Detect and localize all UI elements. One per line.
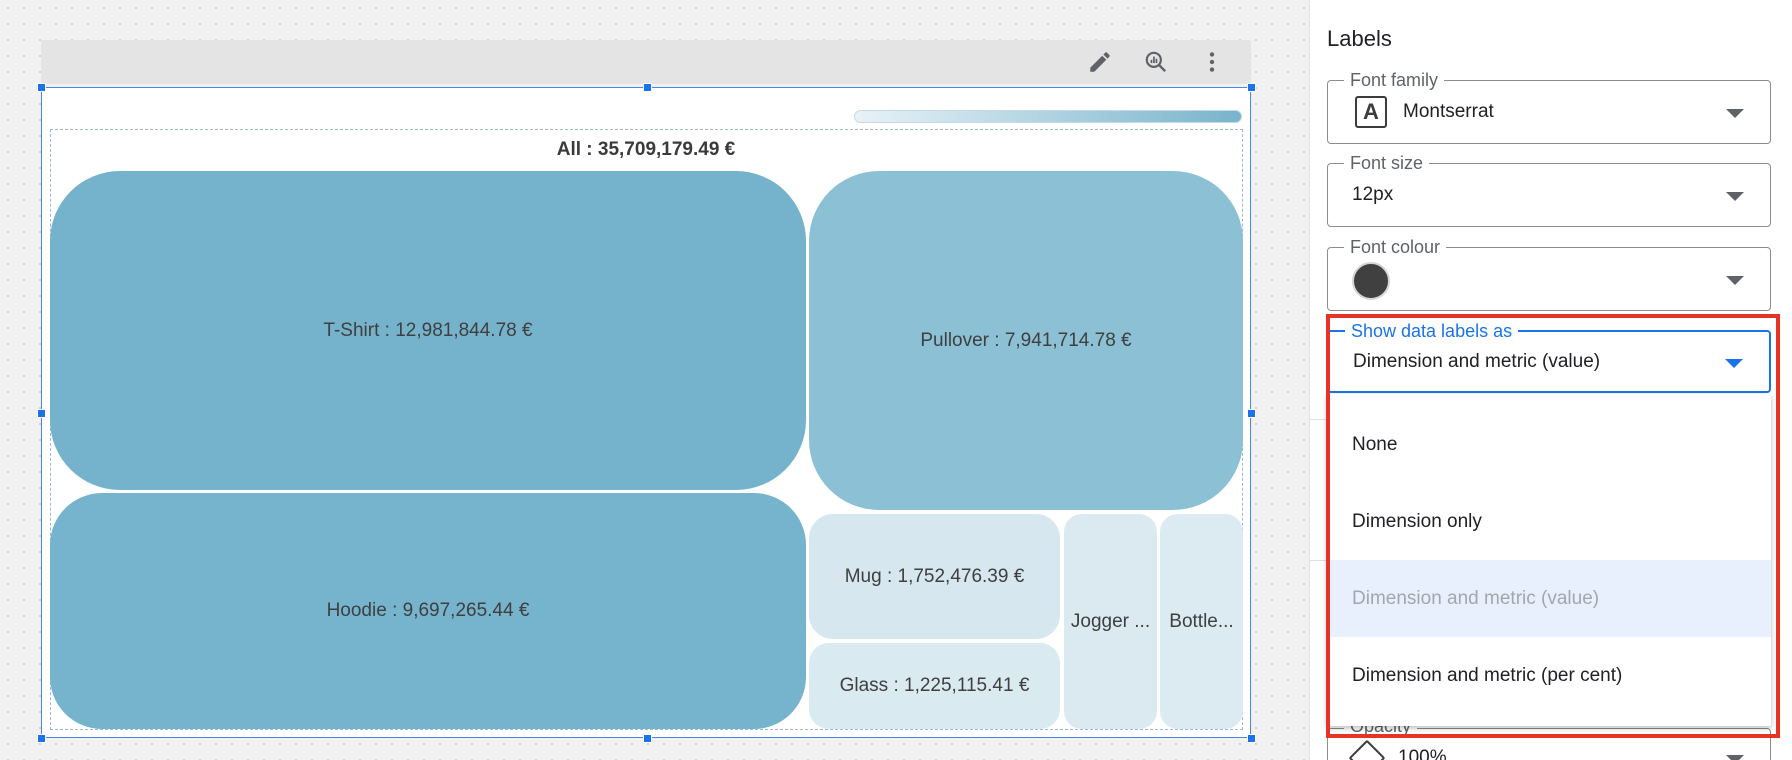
field-label: Font size — [1344, 153, 1430, 173]
dropdown-arrow-icon — [1726, 109, 1744, 118]
pencil-icon[interactable] — [1084, 46, 1116, 78]
tile-label: Hoodie : 9,697,265.44 € — [326, 600, 530, 621]
treemap-tile-t-shirt[interactable]: T-Shirt : 12,981,844.78 € — [50, 171, 806, 490]
option-dimension-and-metric-per-cent[interactable]: Dimension and metric (per cent) — [1352, 664, 1623, 686]
treemap-tile-mug[interactable]: Mug : 1,752,476.39 € — [809, 514, 1060, 639]
font-colour-select[interactable]: Font colour — [1327, 237, 1771, 311]
show-data-labels-select[interactable]: Show data labels as Dimension and metric… — [1327, 321, 1771, 393]
dropdown-arrow-icon — [1726, 276, 1744, 285]
font-family-select[interactable]: Font family A Montserrat — [1327, 70, 1771, 144]
treemap-tile-pullover[interactable]: Pullover : 7,941,714.78 € — [809, 171, 1243, 510]
option-dimension-only[interactable]: Dimension only — [1352, 510, 1482, 532]
treemap-root-label: All : 35,709,179.49 € — [556, 139, 736, 160]
field-value: Montserrat — [1403, 101, 1494, 122]
resize-handle[interactable] — [1247, 734, 1256, 743]
option-dimension-and-metric-value[interactable]: Dimension and metric (value) — [1327, 560, 1771, 637]
resize-handle[interactable] — [643, 734, 652, 743]
field-label: Font colour — [1344, 237, 1447, 257]
field-value: Dimension and metric (value) — [1353, 351, 1601, 372]
divider — [1310, 560, 1328, 561]
treemap-tile-jogger[interactable]: Jogger ... — [1064, 514, 1157, 729]
tile-label: Mug : 1,752,476.39 € — [844, 565, 1025, 587]
dropdown-arrow-icon — [1725, 359, 1743, 368]
tile-label: T-Shirt : 12,981,844.78 € — [323, 319, 533, 341]
section-title-labels: Labels — [1327, 26, 1392, 51]
dropdown-arrow-icon — [1726, 755, 1744, 760]
resize-handle[interactable] — [37, 409, 46, 418]
more-vert-icon[interactable] — [1196, 46, 1228, 78]
field-label: Font family — [1344, 70, 1445, 90]
zoom-chart-icon[interactable] — [1140, 46, 1172, 78]
field-value: 12px — [1352, 184, 1394, 205]
resize-handle[interactable] — [643, 83, 652, 92]
tile-label: Pullover : 7,941,714.78 € — [920, 329, 1132, 351]
treemap-tile-bottle[interactable]: Bottle... — [1160, 514, 1243, 729]
divider — [1310, 419, 1328, 420]
tile-label: Bottle... — [1169, 610, 1234, 632]
option-none[interactable]: None — [1352, 433, 1398, 455]
field-value: 100% — [1398, 747, 1447, 760]
data-labels-dropdown-menu: None Dimension only Dimension and metric… — [1327, 394, 1771, 726]
resize-handle[interactable] — [37, 734, 46, 743]
opacity-select[interactable]: Opacity 100% — [1327, 716, 1771, 760]
color-scale-legend — [854, 110, 1242, 123]
dropdown-arrow-icon — [1726, 192, 1744, 201]
resize-handle[interactable] — [1247, 83, 1256, 92]
treemap-tile-glass[interactable]: Glass : 1,225,115.41 € — [809, 643, 1060, 729]
treemap-tile-hoodie[interactable]: Hoodie : 9,697,265.44 € — [50, 493, 806, 729]
colour-swatch — [1352, 262, 1390, 300]
resize-handle[interactable] — [37, 83, 46, 92]
font-a-icon: A — [1355, 96, 1387, 128]
font-size-select[interactable]: Font size 12px — [1327, 153, 1771, 227]
tile-label: Jogger ... — [1070, 610, 1151, 632]
field-label: Show data labels as — [1345, 321, 1519, 341]
resize-handle[interactable] — [1247, 409, 1256, 418]
tile-label: Glass : 1,225,115.41 € — [839, 675, 1030, 696]
opacity-drop-icon — [1348, 739, 1386, 760]
chart-toolbar — [41, 40, 1251, 84]
